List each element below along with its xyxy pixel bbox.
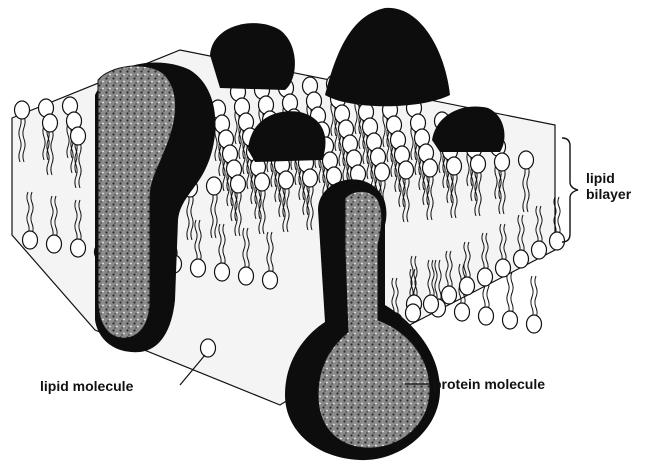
lipid-head-lower [47, 235, 62, 253]
lipid-head-upper [231, 175, 246, 193]
lipid-head-upper [519, 151, 534, 169]
lipid-head-lower [215, 263, 230, 281]
lipid-head-lower [479, 307, 494, 325]
lipid-head-lower [532, 241, 547, 259]
lipid-head-lower [71, 239, 86, 257]
label-lipid-bilayer-line1: lipid [586, 170, 615, 186]
lipid-head-lower [527, 315, 542, 333]
lipid-tail [531, 276, 533, 318]
lipid-head-upper [71, 127, 86, 145]
lipid-head-lower [478, 268, 493, 286]
lipid-tail [535, 276, 537, 318]
lipid-head-lower [550, 232, 565, 250]
lipid-head-lower [424, 295, 439, 313]
lipid-head-lower [239, 267, 254, 285]
lipid-head-lower [23, 231, 38, 249]
lipid-head-upper [207, 177, 222, 195]
lipid-head-upper [43, 114, 58, 132]
lipid-head-lower [503, 311, 518, 329]
lipid-head-lower [191, 259, 206, 277]
label-lipid-molecule: lipid molecule [40, 378, 133, 394]
lipid-head-lower [460, 277, 475, 295]
bilayer-bracket [562, 138, 578, 242]
lipid-head-upper [423, 159, 438, 177]
lipid-head-upper [471, 155, 486, 173]
lipid-head-upper [447, 157, 462, 175]
lipid-head-upper [375, 163, 390, 181]
label-lipid-bilayer-line2: bilayer [586, 186, 631, 202]
lipid-head-upper [15, 101, 30, 119]
lipid-head-lower [263, 271, 278, 289]
lipid-head-lower [455, 303, 470, 321]
lipid-head-lower [442, 286, 457, 304]
lipid-head-lower [406, 304, 421, 322]
label-protein-molecule: protein molecule [433, 376, 545, 392]
lipid-tail [511, 272, 513, 314]
lipid-head-lower [496, 259, 511, 277]
lipid-head-upper [255, 173, 270, 191]
lipid-head-upper [279, 171, 294, 189]
surface-protein-peak [325, 8, 450, 106]
lipid-tail [507, 272, 509, 314]
lipid-head-upper [495, 153, 510, 171]
lipid-molecule-highlighted [201, 339, 216, 357]
surface-protein-back-left [210, 23, 295, 90]
lipid-tail [558, 197, 560, 235]
lipid-head-lower [514, 250, 529, 268]
lipid-head-upper [399, 161, 414, 179]
lipid-head-upper [303, 169, 318, 187]
